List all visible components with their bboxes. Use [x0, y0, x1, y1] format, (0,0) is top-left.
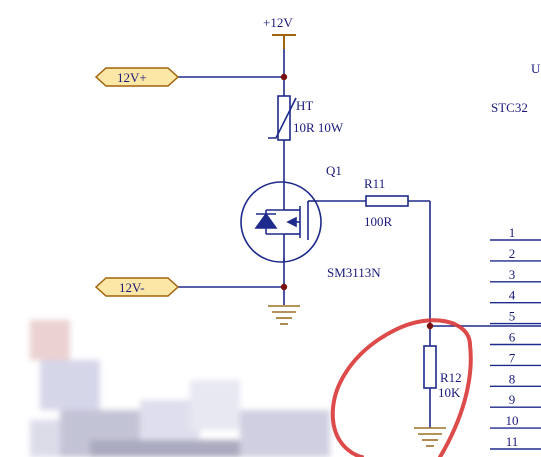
blurred-region	[30, 320, 330, 457]
r12-value: 10K	[438, 385, 461, 400]
junction-dot	[280, 283, 288, 291]
mcu-pin-list: 1 2 3 4 5 6 7 8 9 10 11	[490, 225, 541, 450]
junctions	[280, 73, 434, 330]
junction-dot	[280, 73, 288, 81]
annotation-circle	[330, 318, 473, 457]
ground-symbol	[414, 427, 446, 447]
mcu-pin-number: 10	[506, 413, 519, 428]
power-label: +12V	[263, 15, 293, 30]
mosfet-ref: Q1	[326, 163, 342, 178]
net-label-12v-positive: 12V+	[94, 67, 180, 87]
mcu-pin-number: 11	[506, 434, 519, 449]
mcu-pin-number: 6	[509, 330, 516, 345]
ground-symbol	[268, 305, 300, 325]
thermistor-value: 10R 10W	[293, 120, 344, 135]
mcu-pin-number: 7	[509, 350, 516, 365]
mosfet-q1	[240, 181, 322, 263]
mcu-pin-number: 3	[509, 267, 516, 282]
r11-value: 100R	[364, 214, 393, 229]
mosfet-part: SM3113N	[327, 265, 381, 280]
mcu-pin-number: 1	[509, 225, 516, 240]
thermistor-ht: HT 10R 10W	[268, 95, 344, 141]
mcu-ref: U	[531, 61, 541, 76]
wires	[176, 49, 541, 428]
thermistor-ref: HT	[296, 98, 313, 113]
resistor-r12: R12 10K	[423, 345, 462, 400]
net-label-text: 12V-	[119, 280, 145, 295]
mcu-part: STC32	[491, 100, 528, 115]
mcu-pin-number: 8	[509, 371, 516, 386]
net-label-12v-negative: 12V-	[94, 277, 180, 297]
mcu-pin-number: 9	[509, 392, 516, 407]
r11-ref: R11	[364, 176, 385, 191]
mcu-pin-number: 4	[509, 288, 516, 303]
resistor-r11: R11 100R	[364, 176, 409, 229]
mcu-pin-number: 5	[509, 309, 516, 324]
power-symbol-12v: +12V	[263, 15, 296, 49]
junction-dot	[426, 322, 434, 330]
r12-ref: R12	[440, 370, 462, 385]
net-label-text: 12V+	[117, 70, 147, 85]
mcu-pin-number: 2	[509, 246, 516, 261]
